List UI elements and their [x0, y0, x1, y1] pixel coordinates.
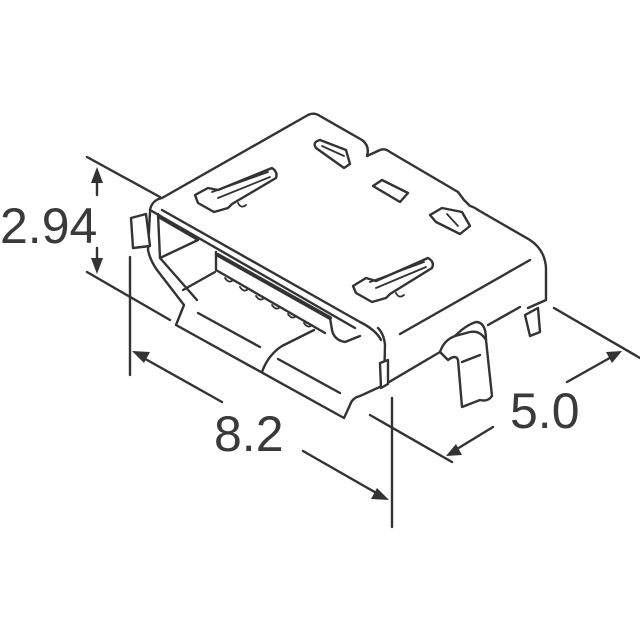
arrow-down-left-icon	[446, 444, 462, 456]
dimension-height: 2.94	[0, 155, 172, 322]
dimension-depth: 5.0	[368, 306, 640, 464]
dimension-label-length: 8.2	[214, 406, 284, 462]
dimension-line	[450, 425, 495, 454]
extension-line-bottom	[85, 270, 172, 322]
connector-body	[129, 112, 548, 420]
dimension-label-height: 2.94	[0, 198, 97, 254]
opening-floor-line	[276, 357, 342, 395]
dimension-length: 8.2	[128, 255, 394, 529]
extension-line-back	[552, 306, 640, 360]
dimension-line	[138, 354, 224, 404]
contact-pins	[224, 277, 313, 328]
top-shell-front-edge	[160, 208, 383, 342]
arrow-right-icon	[371, 488, 389, 500]
smt-foot-bend	[460, 353, 482, 364]
opening-interior-line	[181, 270, 217, 292]
side-bottom-edge	[382, 305, 522, 387]
top-slot-square	[371, 178, 410, 204]
opening-latch	[260, 328, 316, 374]
dimension-label-depth: 5.0	[510, 383, 580, 439]
smt-foot-front	[438, 330, 494, 409]
arrow-up-icon	[91, 167, 103, 183]
top-shell-outline	[148, 112, 548, 310]
top-slot-right	[428, 206, 472, 236]
side-face-crease	[398, 258, 532, 336]
left-tab	[129, 212, 152, 250]
extension-line-top	[85, 155, 162, 199]
arrow-up-right-icon	[606, 351, 622, 363]
opening-floor-line	[196, 311, 262, 349]
top-slot-rear	[313, 138, 352, 170]
arrow-down-icon	[91, 258, 103, 274]
left-shell-wall	[146, 210, 387, 420]
contact-block-end	[328, 316, 362, 344]
contact-block-top	[216, 253, 332, 320]
right-wall-tab	[378, 358, 390, 390]
rear-pin	[523, 306, 542, 338]
dimension-line	[565, 353, 617, 384]
dimension-line	[301, 449, 387, 500]
top-shell-front-edge-inner	[148, 208, 357, 330]
opening-inner-left	[158, 216, 200, 260]
arrow-left-icon	[132, 351, 150, 363]
contact-block-front	[214, 250, 327, 335]
extension-line-front	[368, 413, 454, 464]
smt-foot-inner	[453, 320, 488, 342]
top-latch-left	[193, 166, 278, 214]
top-latch-right	[351, 256, 435, 304]
